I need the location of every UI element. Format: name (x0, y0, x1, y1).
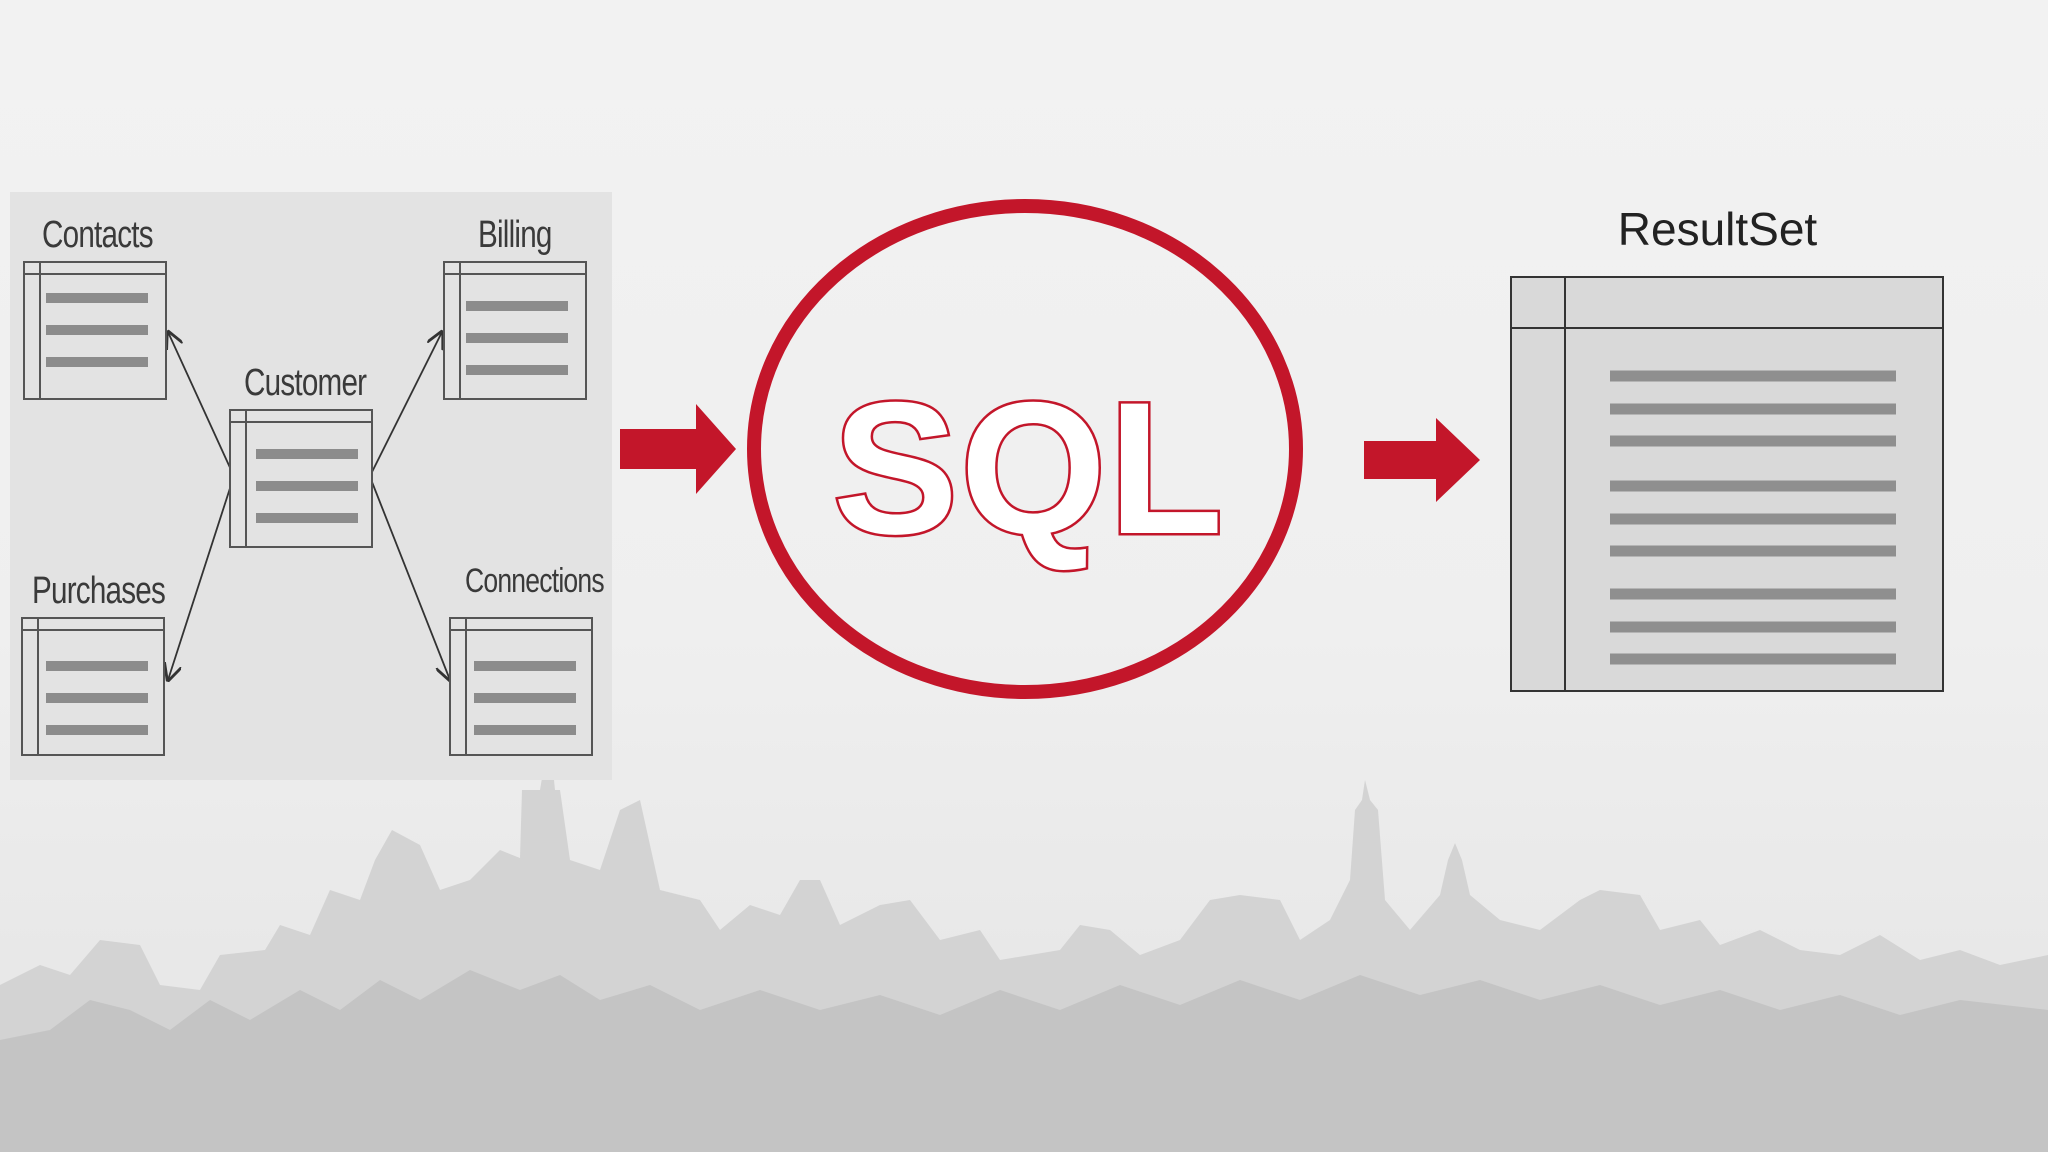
table-purchases (21, 617, 165, 756)
relation-customer-connections (371, 481, 450, 680)
table-label-connections: Connections (465, 562, 605, 600)
table-label-customer: Customer (244, 362, 367, 404)
table-label-billing: Billing (478, 214, 552, 256)
sql-circle: SQL (747, 199, 1303, 699)
page-number: 6 (1972, 1068, 1983, 1089)
erd-diagram (21, 261, 593, 756)
table-contacts (23, 261, 167, 400)
flow-arrow-sql-to-resultset (1364, 418, 1480, 502)
sql-label: SQL (833, 363, 1225, 573)
resultset-title: ResultSet (1617, 203, 1818, 255)
footer-copyright: ©2015 Couchbase Inc. (66, 1062, 280, 1085)
table-connections (449, 617, 593, 756)
relation-customer-billing (371, 332, 442, 473)
table-label-contacts: Contacts (42, 214, 154, 256)
table-customer (229, 409, 373, 548)
flow-arrow-erd-to-sql (620, 404, 736, 494)
erd-diagram-panel: Contacts Billing Customer Purchases Conn… (10, 192, 612, 780)
relation-customer-purchases (168, 481, 233, 680)
table-billing (443, 261, 587, 400)
table-label-purchases: Purchases (32, 570, 166, 612)
relation-customer-contacts (168, 332, 233, 473)
resultset-table (1510, 276, 1944, 692)
